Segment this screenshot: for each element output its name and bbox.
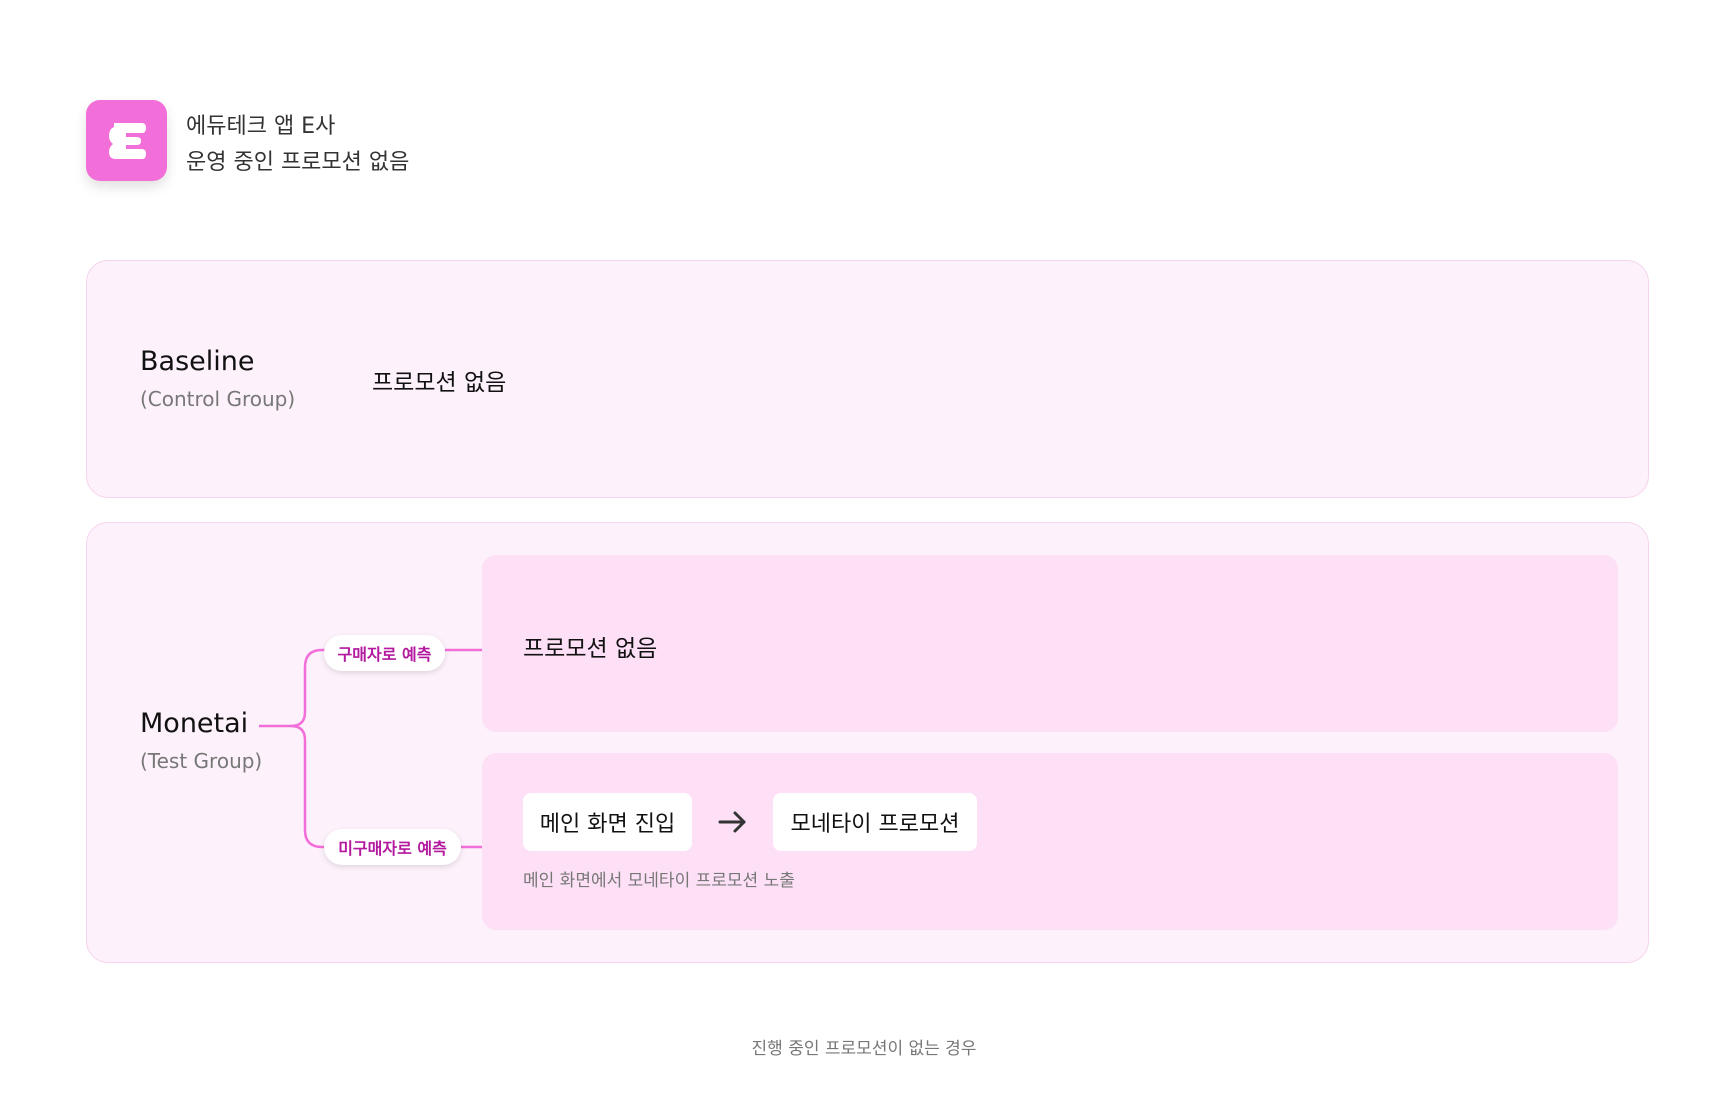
nonbuyer-prediction-badge: 미구매자로 예측 [324,829,461,865]
baseline-panel [86,260,1649,498]
monetai-group-name: Monetai [140,708,249,739]
flow-step-main-screen: 메인 화면 진입 [523,793,692,851]
flow-caption: 메인 화면에서 모네타이 프로모션 노출 [523,871,795,891]
baseline-group-subtitle: (Control Group) [140,387,296,411]
arrow-right-icon [718,811,746,833]
monetai-group-subtitle: (Test Group) [140,749,263,773]
buyer-result-box [482,555,1618,732]
buyer-result-text: 프로모션 없음 [523,636,658,662]
app-title: 에듀테크 앱 E사 [186,114,336,139]
app-subtitle: 운영 중인 프로모션 없음 [186,150,410,175]
baseline-result-text: 프로모션 없음 [372,370,507,396]
app-logo-icon [86,100,167,181]
buyer-prediction-badge: 구매자로 예측 [324,635,445,671]
flow-step-monetai-promotion: 모네타이 프로모션 [773,793,977,851]
footer-caption: 진행 중인 프로모션이 없는 경우 [751,1039,977,1059]
baseline-group-name: Baseline [140,346,255,377]
e-logo-icon [108,122,146,159]
